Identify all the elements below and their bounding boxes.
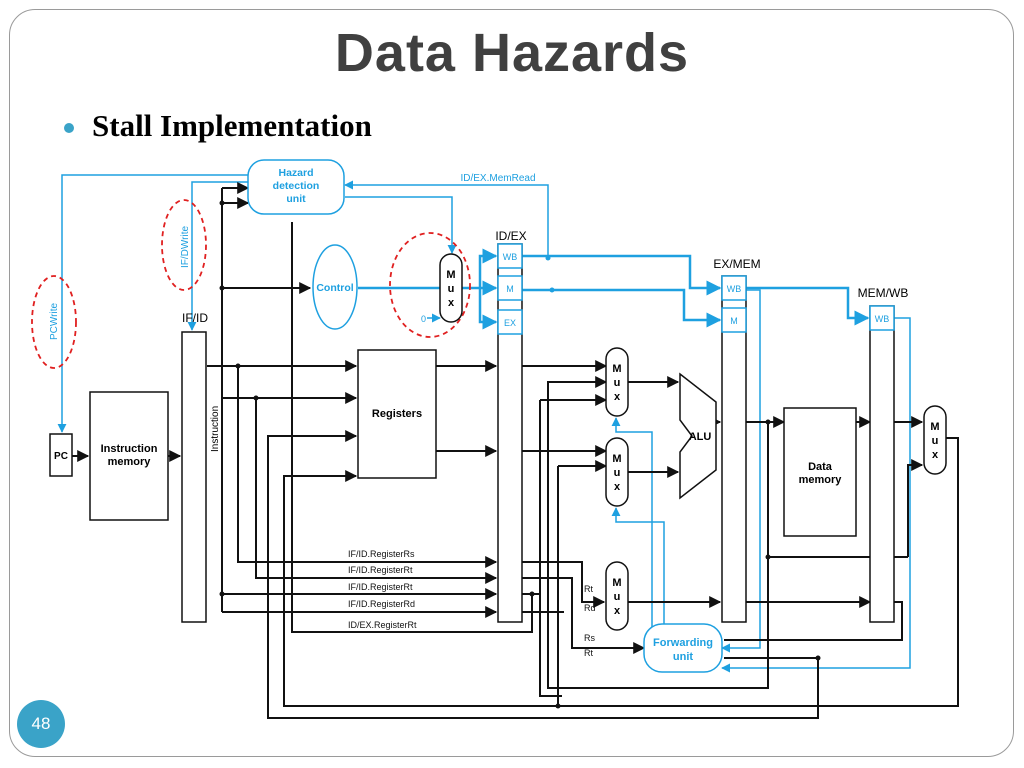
forwarding-unit: Forwarding unit — [643, 623, 723, 673]
exmem-label: EX/MEM — [713, 257, 760, 271]
ifid-label: IF/ID — [182, 311, 208, 325]
svg-text:Rt: Rt — [584, 584, 593, 594]
page-number-badge: 48 — [17, 700, 65, 748]
bullet-dot — [64, 123, 74, 133]
svg-text:unit: unit — [673, 651, 693, 663]
alu-mux-a: M u x — [605, 347, 629, 417]
svg-text:M: M — [612, 453, 621, 465]
svg-text:detection: detection — [273, 180, 320, 192]
alu-mux-b: M u x — [605, 437, 629, 507]
ifid-register — [181, 331, 207, 623]
svg-text:M: M — [930, 421, 939, 433]
bullet-text: Stall Implementation — [92, 108, 372, 143]
svg-text:memory: memory — [799, 474, 843, 486]
idex-register: WB M EX — [497, 243, 523, 623]
svg-text:x: x — [614, 481, 621, 493]
alu: ALU — [679, 372, 717, 500]
svg-text:Registers: Registers — [372, 408, 422, 420]
svg-text:M: M — [446, 269, 455, 281]
svg-text:Data: Data — [808, 461, 833, 473]
svg-text:x: x — [614, 605, 621, 617]
instruction-memory: Instruction memory — [89, 391, 169, 521]
control-wires-thick — [358, 248, 870, 330]
svg-text:M: M — [612, 577, 621, 589]
svg-text:IF/ID.RegisterRt: IF/ID.RegisterRt — [348, 582, 413, 592]
pc-box: PC — [49, 433, 73, 477]
data-memory: Data memory — [783, 407, 857, 537]
svg-text:u: u — [448, 283, 455, 295]
svg-text:IF/ID.RegisterRs: IF/ID.RegisterRs — [348, 549, 415, 559]
register-file: Registers — [357, 349, 437, 479]
svg-text:M: M — [506, 284, 514, 294]
zero-label: 0 — [421, 314, 426, 324]
svg-text:ID/EX.RegisterRt: ID/EX.RegisterRt — [348, 620, 417, 630]
svg-text:WB: WB — [727, 284, 742, 294]
control-unit: Control — [312, 244, 358, 330]
instruction-label: Instruction — [210, 406, 221, 452]
svg-text:WB: WB — [503, 252, 518, 262]
svg-text:M: M — [730, 316, 738, 326]
memwb-label: MEM/WB — [858, 286, 909, 300]
exmem-register: WB M — [721, 275, 747, 623]
svg-text:Rd: Rd — [584, 603, 596, 613]
svg-text:ALU: ALU — [689, 431, 712, 443]
svg-text:u: u — [614, 591, 621, 603]
ifdwrite-label: IF/DWrite — [180, 226, 191, 268]
svg-text:M: M — [612, 363, 621, 375]
control-mux: M u x — [439, 253, 463, 323]
svg-text:unit: unit — [286, 193, 306, 205]
hazard-detection-unit: Hazard detection unit — [247, 159, 345, 215]
regdst-mux: M u x — [605, 561, 629, 631]
svg-text:Forwarding: Forwarding — [653, 637, 713, 649]
svg-text:IF/ID.RegisterRd: IF/ID.RegisterRd — [348, 599, 415, 609]
idex-label: ID/EX — [495, 229, 526, 243]
memread-label: ID/EX.MemRead — [460, 173, 535, 184]
svg-text:EX: EX — [504, 318, 516, 328]
svg-text:Control: Control — [316, 282, 353, 294]
svg-text:IF/ID.RegisterRt: IF/ID.RegisterRt — [348, 565, 413, 575]
writeback-mux: M u x — [923, 405, 947, 475]
svg-text:Rt: Rt — [584, 648, 593, 658]
field-labels: Rt Rd Rs Rt — [584, 584, 596, 658]
bus-labels: IF/ID.RegisterRs IF/ID.RegisterRt IF/ID.… — [348, 549, 417, 630]
svg-text:Hazard: Hazard — [278, 167, 313, 179]
pcwrite-label: PCWrite — [49, 303, 60, 340]
control-wires — [57, 174, 911, 673]
svg-text:x: x — [614, 391, 621, 403]
memwb-register: WB — [869, 305, 895, 623]
svg-text:memory: memory — [108, 456, 152, 468]
svg-text:x: x — [932, 449, 939, 461]
svg-text:Instruction: Instruction — [101, 443, 158, 455]
highlight-ovals — [31, 199, 471, 369]
svg-text:u: u — [614, 377, 621, 389]
datapath-wires — [72, 182, 959, 719]
svg-text:WB: WB — [875, 314, 890, 324]
svg-text:Rs: Rs — [584, 633, 595, 643]
svg-text:x: x — [448, 297, 455, 309]
slide-title: Data Hazards — [334, 23, 690, 83]
svg-text:u: u — [614, 467, 621, 479]
svg-text:u: u — [932, 435, 939, 447]
svg-text:PC: PC — [54, 451, 68, 462]
